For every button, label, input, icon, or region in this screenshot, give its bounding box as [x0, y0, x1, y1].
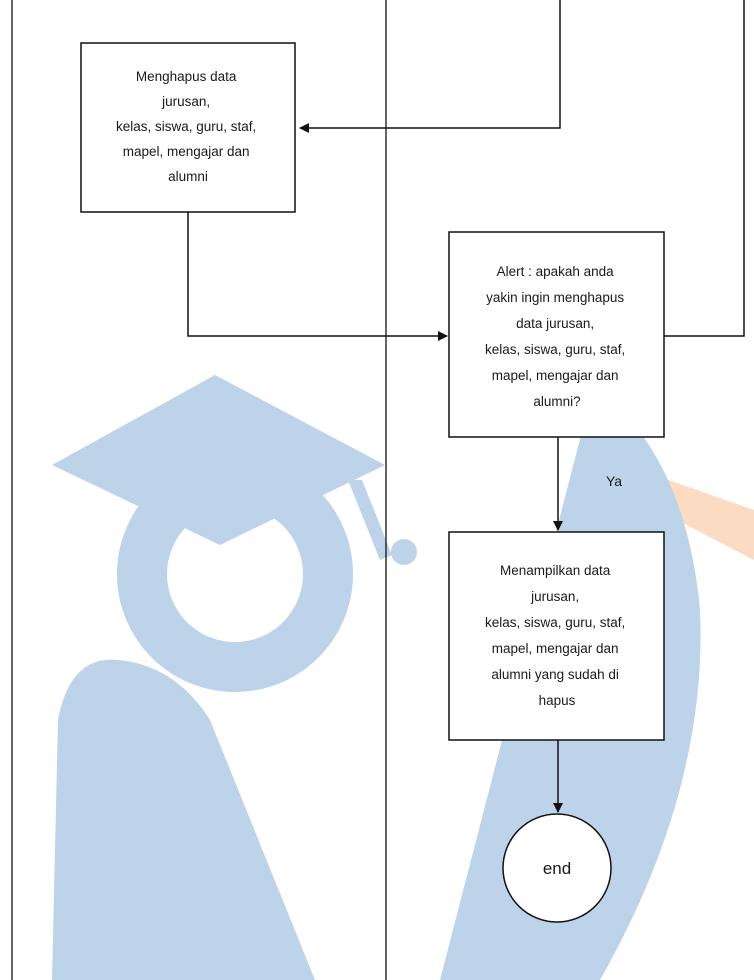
process-box-alert-line-1: Alert : apakah anda [497, 264, 615, 279]
end-node: end [503, 814, 611, 922]
process-box-alert-line-3: data jurusan, [516, 316, 594, 331]
watermark-tassel-end [391, 539, 417, 565]
process-box-show-line-6: hapus [539, 693, 576, 708]
process-box-delete-line-4: mapel, mengajar dan [123, 144, 250, 159]
process-box-delete-line-3: kelas, siswa, guru, staf, [116, 119, 256, 134]
process-box-delete-line-5: alumni [168, 169, 208, 184]
watermark-left-pillar [52, 660, 315, 980]
process-box-delete: Menghapus data jurusan, kelas, siswa, gu… [81, 43, 295, 212]
process-box-alert-line-5: mapel, mengajar dan [492, 368, 619, 383]
connector-alert-loop-right [664, 0, 744, 336]
process-box-show-line-1: Menampilkan data [500, 563, 611, 578]
process-box-delete-line-1: Menghapus data [136, 69, 237, 84]
process-box-show: Menampilkan data jurusan, kelas, siswa, … [449, 532, 664, 740]
process-box-show-line-2: jurusan, [530, 589, 579, 604]
end-node-label: end [543, 859, 571, 878]
process-box-alert-line-4: kelas, siswa, guru, staf, [485, 342, 625, 357]
connector-delete-to-alert [188, 212, 447, 336]
process-box-show-line-4: mapel, mengajar dan [492, 641, 619, 656]
process-box-alert-line-2: yakin ingin menghapus [486, 290, 624, 305]
process-box-alert-line-6: alumni? [533, 394, 580, 409]
edge-label-yes: Ya [606, 473, 622, 489]
connector-top-to-delete [300, 0, 560, 128]
process-box-delete-line-2: jurusan, [161, 94, 210, 109]
process-box-show-line-3: kelas, siswa, guru, staf, [485, 615, 625, 630]
process-box-show-line-5: alumni yang sudah di [491, 667, 619, 682]
process-box-alert: Alert : apakah anda yakin ingin menghapu… [449, 232, 664, 437]
